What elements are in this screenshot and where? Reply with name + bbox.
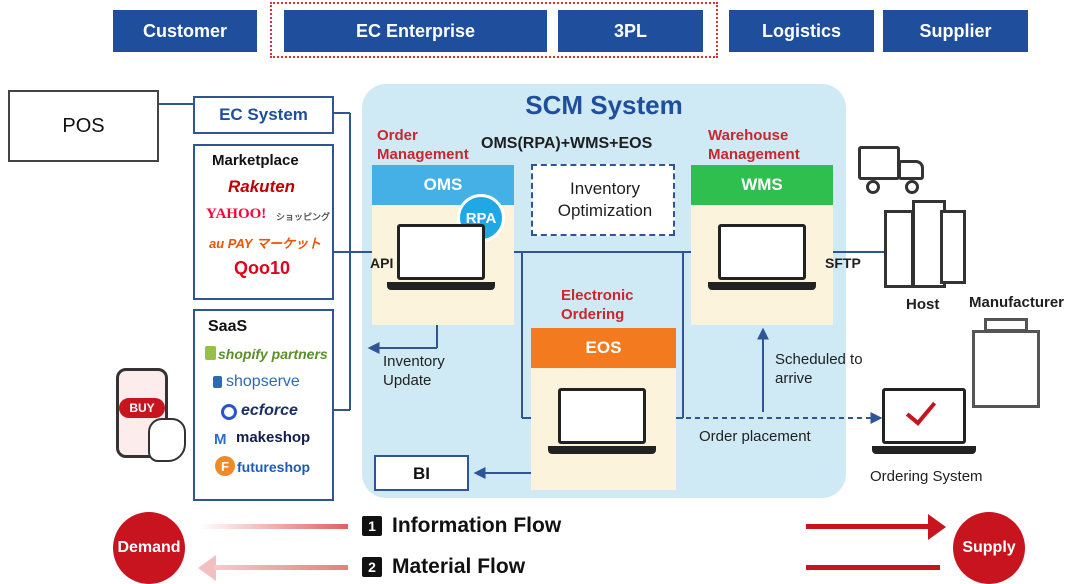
ordering-system-monitor-icon [882,388,966,444]
eos-laptop-icon [558,388,646,444]
sftp-label: SFTP [825,255,861,271]
truck-cab [898,160,924,180]
rakuten-logo: Rakuten [228,177,296,196]
building-top-icon [984,318,1028,332]
mat-flow-label: Material Flow [392,555,526,578]
bi-box [374,455,469,491]
aupay-logo: au PAY マーケット [209,236,321,251]
mat-flow-number: 2 [362,557,382,577]
shopserve-logo: shopserve [226,373,300,390]
qoo10-logo: Qoo10 [234,258,291,278]
building-icon [972,330,1040,408]
order-placement-label: Order placement [699,428,811,445]
information-flow-legend: 1 Information Flow [362,514,561,538]
ordering-system-base [872,446,976,454]
makeshop-logo: makeshop [236,429,311,446]
shopify-logo: shopify partners [218,346,328,362]
warehouse-management-label: Warehouse Management [708,127,800,163]
shopserve-icon [213,376,222,388]
wms-bar: WMS [691,165,833,205]
oms-laptop-icon [397,224,485,280]
manufacturer-label: Manufacturer [969,294,1065,311]
ordering-system-label: Ordering System [870,468,983,485]
scheduled-to-arrive-label: Scheduled to arrive [775,351,863,387]
header-customer: Customer [113,10,257,52]
truck-icon [858,146,900,180]
ec-system-label: EC System [219,105,308,124]
demand-circle: Demand [113,512,185,584]
api-label: API [370,255,394,271]
inventory-optimization-label: Inventory Optimization [557,179,653,220]
marketplace-box [193,144,334,300]
shopify-bag-icon [205,346,216,360]
scm-title: SCM System [525,90,683,120]
scm-formula: OMS(RPA)+WMS+EOS [481,135,653,152]
marketplace-title: Marketplace [212,152,299,169]
info-flow-number: 1 [362,516,382,536]
server-host-icon-3 [940,210,966,284]
futureshop-logo: futureshop [237,459,311,475]
material-flow-legend: 2 Material Flow [362,555,525,579]
ecforce-ring-icon [221,404,237,420]
truck-wheel-rear [866,180,880,194]
oms-laptop-base [387,282,495,290]
electronic-ordering-label: Electronic Ordering [561,287,634,323]
material-flow-right-bar [806,565,940,570]
header-logistics: Logistics [729,10,874,52]
buy-button: BUY [119,398,165,418]
yahoo-logo: YAHOO! [206,206,267,222]
yahoo-shopping-logo: ショッピング [276,212,331,222]
bi-label: BI [413,464,430,483]
info-flow-label: Information Flow [392,514,562,537]
order-management-label: Order Management [377,127,469,163]
ec-system-box [193,96,334,134]
ecforce-logo: ecforce [241,402,298,419]
inventory-update-label: Inventory Update [383,353,445,389]
wms-laptop-icon [718,224,806,280]
inventory-optimization-box [531,164,675,236]
hand-pointer-icon [148,418,186,462]
pos-box [8,90,159,162]
server-host-icon [884,210,914,288]
material-flow-left-bar [214,565,348,570]
saas-title: SaaS [208,318,248,335]
header-3pl: 3PL [558,10,703,52]
supply-circle: Supply [953,512,1025,584]
ec-enterprise-3pl-group [270,2,718,58]
header-supplier: Supplier [883,10,1028,52]
info-flow-right-arrow [806,524,934,529]
info-flow-left-bar [200,524,348,529]
wms-laptop-base [708,282,816,290]
makeshop-m-icon: M [214,431,227,448]
header-ec-enterprise: EC Enterprise [284,10,547,52]
pos-label: POS [62,115,105,137]
eos-laptop-base [548,446,656,454]
eos-bar: EOS [531,328,676,368]
truck-wheel-front [905,180,919,194]
futureshop-f-icon: F [215,456,235,476]
info-flow-arrowhead-icon [928,514,946,540]
material-flow-left-arrowhead-icon [198,555,216,581]
host-label: Host [906,296,940,313]
